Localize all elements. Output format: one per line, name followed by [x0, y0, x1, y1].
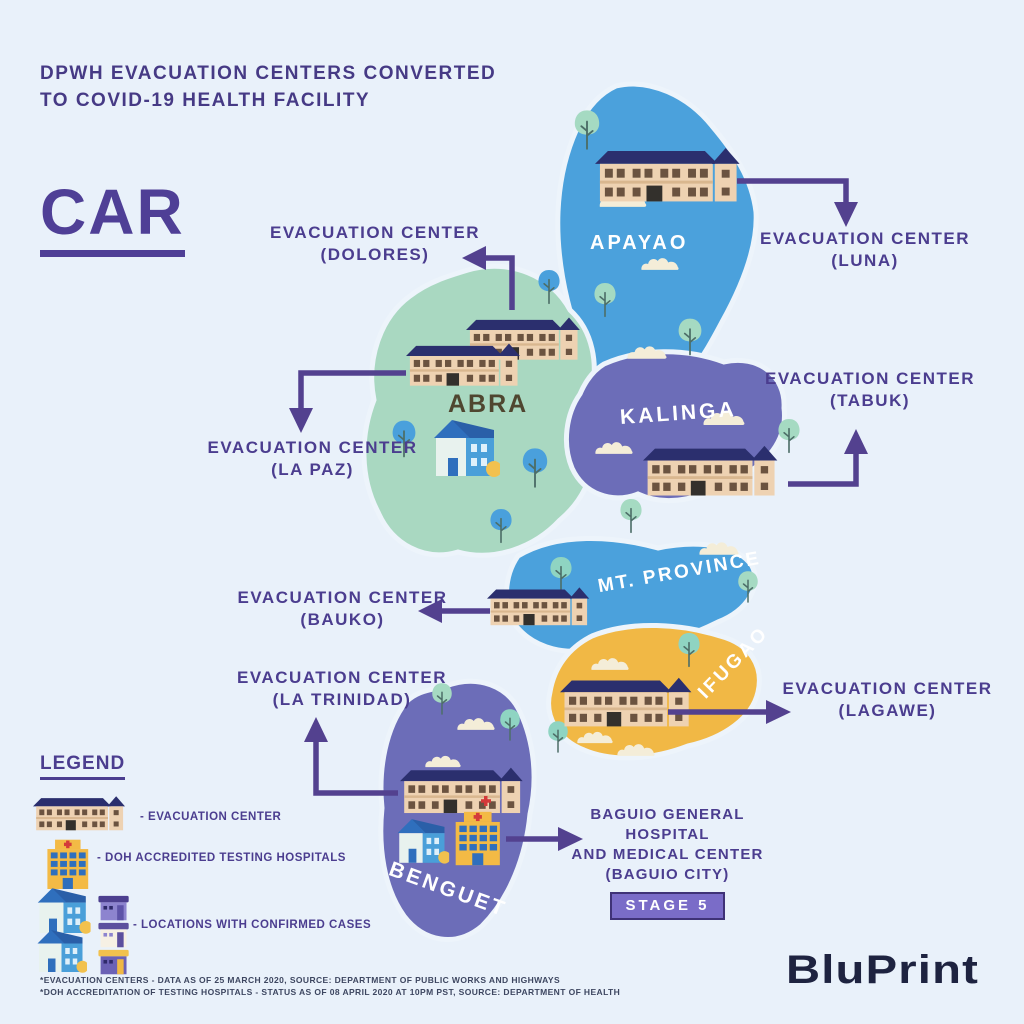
callout-la-paz: EVACUATION CENTER (LA PAZ)	[205, 437, 420, 481]
callout-la-trinidad-line-1: EVACUATION CENTER	[237, 668, 447, 687]
callout-tabuk: EVACUATION CENTER (TABUK)	[760, 368, 980, 412]
page-title: DPWH EVACUATION CENTERS CONVERTED TO COV…	[40, 60, 496, 114]
arrowhead-tabuk	[844, 429, 868, 454]
callout-tabuk-line-1: EVACUATION CENTER	[765, 369, 975, 388]
legend-item-evacuation-center: - EVACUATION CENTER	[140, 811, 282, 823]
arrow-dolores	[484, 255, 515, 310]
arrowhead-lagawe	[766, 700, 791, 724]
arrowhead-la-paz	[289, 408, 313, 433]
arrowhead-luna	[834, 202, 858, 227]
region-code-label: CAR	[40, 178, 185, 257]
callout-la-trinidad-line-2: (LA TRINIDAD)	[272, 690, 412, 709]
callout-lagawe-line-2: (LAGAWE)	[838, 701, 937, 720]
arrow-tabuk	[788, 452, 859, 487]
callout-dolores: EVACUATION CENTER (DOLORES)	[270, 222, 480, 266]
confirmed-case-house-icon	[37, 930, 87, 973]
legend-title: LEGEND	[40, 753, 126, 780]
region-label-apayao: APAYAO	[590, 232, 689, 254]
callout-lagawe: EVACUATION CENTER (LAGAWE)	[780, 678, 995, 722]
callout-lagawe-line-1: EVACUATION CENTER	[782, 679, 993, 698]
legend-item-confirmed-cases: - LOCATIONS WITH CONFIRMED CASES	[133, 919, 372, 931]
tree-icon	[619, 498, 643, 534]
callout-arrows	[298, 178, 859, 842]
callout-bauko: EVACUATION CENTER (BAUKO)	[235, 587, 450, 631]
callout-baguio-line-2: AND MEDICAL CENTER	[571, 846, 764, 863]
arrow-la-trinidad	[313, 740, 398, 796]
callout-luna-line-2: (LUNA)	[831, 251, 899, 270]
arrowhead-bauko	[418, 599, 442, 623]
callout-tabuk-line-2: (TABUK)	[829, 391, 911, 410]
arrowhead-dolores	[462, 246, 486, 270]
callout-bauko-line-2: (BAUKO)	[300, 610, 385, 629]
callout-la-paz-line-2: (LA PAZ)	[271, 460, 354, 479]
confirmed-case-house-icon	[98, 895, 129, 921]
legend-item-doh-hospitals: - DOH ACCREDITED TESTING HOSPITALS	[97, 852, 346, 864]
callout-bauko-line-1: EVACUATION CENTER	[237, 588, 448, 607]
confirmed-case-house-icon	[37, 888, 91, 934]
footnote-doh-accreditation: *DOH ACCREDITATION OF TESTING HOSPITALS …	[40, 987, 621, 997]
arrow-la-paz	[298, 370, 406, 410]
page-title-line-2: TO COVID-19 HEALTH FACILITY	[40, 90, 371, 111]
red-cross-icon	[481, 796, 491, 806]
map-buildings	[397, 147, 778, 866]
confirmed-case-house-icon	[98, 949, 129, 975]
stage-badge: STAGE 5	[610, 892, 725, 920]
callout-luna: EVACUATION CENTER (LUNA)	[755, 228, 975, 272]
callout-baguio-line-1: BAGUIO GENERAL HOSPITAL	[590, 806, 745, 843]
callout-la-trinidad: EVACUATION CENTER (LA TRINIDAD)	[222, 667, 462, 711]
legend-icons	[33, 796, 129, 975]
hospital-icon	[47, 839, 89, 889]
arrow-luna	[737, 178, 849, 204]
callout-dolores-line-1: EVACUATION CENTER	[270, 223, 480, 242]
callout-baguio-line-3: (BAGUIO CITY)	[605, 866, 730, 883]
callout-dolores-line-2: (DOLORES)	[320, 245, 430, 264]
footnote-evacuation-centers: *EVACUATION CENTERS - DATA AS OF 25 MARC…	[40, 975, 561, 985]
callout-baguio-hospital: BAGUIO GENERAL HOSPITAL AND MEDICAL CENT…	[560, 805, 775, 920]
tree-icon	[777, 418, 801, 454]
evacuation-center-icon	[33, 796, 125, 831]
callout-luna-line-1: EVACUATION CENTER	[760, 229, 970, 248]
confirmed-case-house-icon	[98, 922, 129, 948]
houses-icon	[37, 888, 129, 975]
bluprint-logo: BluPrint	[786, 948, 979, 992]
page-title-line-1: DPWH EVACUATION CENTERS CONVERTED	[40, 63, 497, 84]
callout-la-paz-line-1: EVACUATION CENTER	[207, 438, 418, 457]
arrow-heads	[289, 202, 868, 851]
arrowhead-la-trinidad	[304, 717, 328, 742]
region-label-abra: ABRA	[448, 390, 529, 418]
arrowhead-baguio	[558, 827, 583, 851]
